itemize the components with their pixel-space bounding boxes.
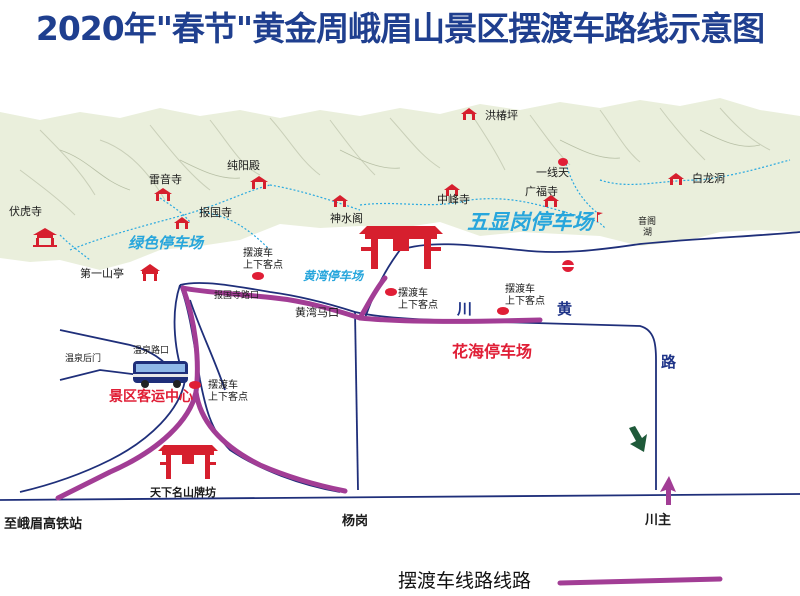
temple-icon: [461, 108, 477, 120]
parking-label-huangwan: 黄湾停车场: [303, 269, 364, 283]
stop-label: 摆渡车上下客点: [505, 284, 545, 307]
temple-label-baoguo: 报国寺: [199, 206, 232, 219]
stop-marker: [252, 272, 264, 280]
trails: [59, 159, 791, 261]
temple-label-leiyin: 雷音寺: [149, 173, 182, 186]
road-label-lu: 路: [661, 353, 677, 371]
road-label-chuan: 川: [457, 300, 473, 318]
stop-marker: [189, 381, 201, 389]
stop-marker: [385, 288, 397, 296]
terrain: [0, 98, 800, 270]
place-label-yanggang: 杨岗: [342, 514, 369, 529]
temple-label-diyishanting: 第一山亭: [80, 267, 124, 280]
place-label-chuanzhu: 川主: [645, 513, 672, 528]
temple-icon: [154, 188, 172, 201]
temple-label-guangfu: 广福寺: [525, 185, 558, 198]
temple-icons: [33, 108, 684, 281]
place-label-wenquan-road: 温泉路口: [133, 346, 170, 356]
temple-label-chunyang: 纯阳殿: [227, 159, 260, 172]
stop-label: 摆渡车上下客点: [398, 288, 438, 311]
place-label-wenquan-houmen: 温泉后门: [65, 354, 102, 364]
temple-icon: [444, 184, 460, 196]
temple-icon: [543, 195, 559, 207]
temple-icon: [668, 173, 684, 185]
arrow-up-icon: [660, 476, 676, 505]
stop-label: 摆渡车上下客点: [243, 248, 283, 271]
stop-marker: [497, 307, 509, 315]
temple-label-yixiantian: 一线天: [536, 166, 569, 179]
direction-arrows: [629, 426, 676, 505]
flag-icon: [597, 212, 603, 222]
archway-icon: [359, 226, 443, 269]
legend-label: 摆渡车线路线路: [398, 570, 532, 592]
temple-label-zhongfeng: 中峰寺: [437, 193, 470, 206]
temple-icon: [250, 176, 268, 189]
road-label-huang: 黄: [557, 300, 573, 318]
temple-label-hongchunping: 洪椿坪: [485, 109, 518, 122]
place-label-baoguosi-road: 报国寺路口: [214, 291, 260, 301]
temple-icon: [33, 228, 57, 247]
shuttle-route: [55, 275, 723, 586]
temple-label-shenshui: 神水阁: [330, 212, 363, 225]
archway-icons: [158, 226, 443, 479]
archway-icon: [158, 445, 218, 479]
temple-icon: [332, 195, 348, 207]
stop-marker: [558, 158, 568, 166]
temple-label-bailong: 白龙洞: [692, 172, 725, 185]
place-label-archway: 天下名山牌坊: [150, 486, 216, 499]
temple-icon: [140, 264, 160, 281]
temple-label-qingyin: 音阁: [638, 217, 657, 227]
arrow-down-icon: [629, 426, 647, 452]
map-title: 2020年"春节"黄金周峨眉山景区摆渡车路线示意图: [35, 9, 765, 48]
parking-label-huahai: 花海停车场: [452, 342, 533, 361]
lake-label: 湖: [643, 228, 653, 238]
stop-label: 摆渡车上下客点: [208, 380, 248, 403]
transit-center-label: 景区客运中心: [109, 389, 193, 405]
parking-label-wuxiangang: 五显岗停车场: [467, 210, 593, 234]
temple-icon: [174, 217, 190, 229]
parking-label-lvse: 绿色停车场: [128, 234, 204, 252]
bus-icon: [133, 361, 188, 388]
temple-label-fuhu: 伏虎寺: [9, 205, 42, 218]
place-label-highspeed-rail: 至峨眉高铁站: [4, 517, 83, 532]
place-label-huangwan-makou: 黄湾马口: [295, 306, 339, 319]
